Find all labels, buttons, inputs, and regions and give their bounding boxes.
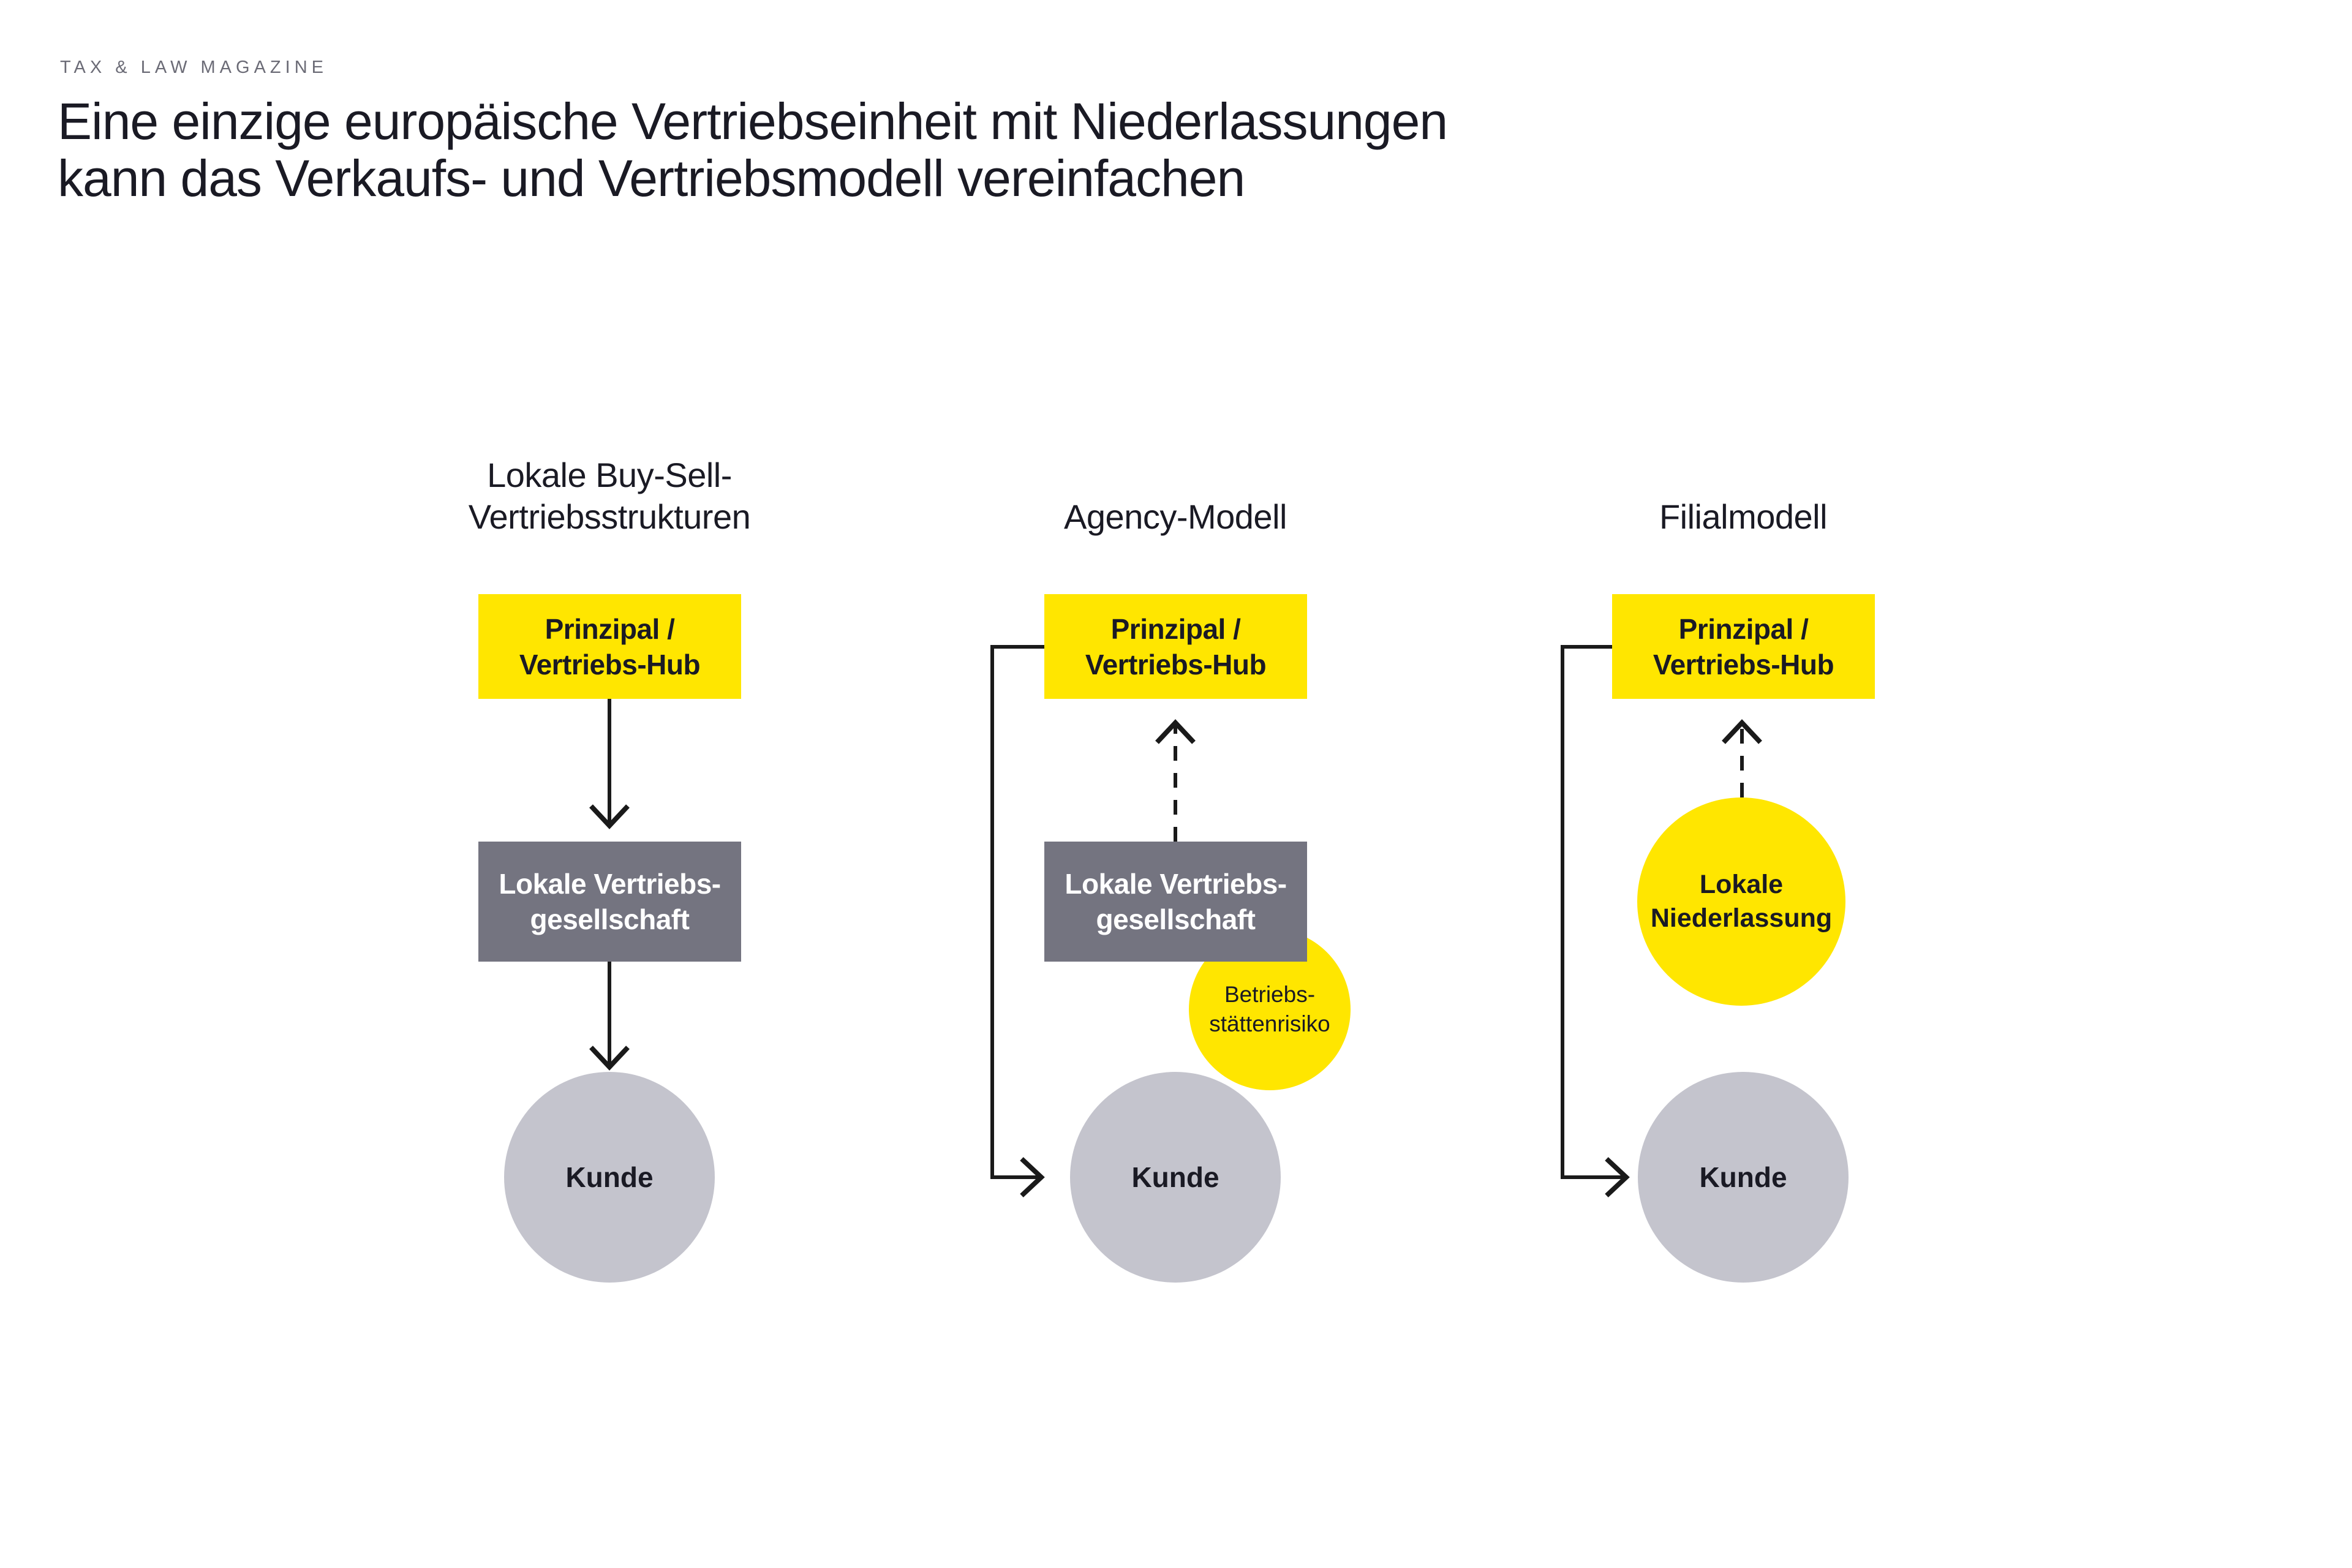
branch-label-line2: Niederlassung xyxy=(1650,903,1833,933)
col3-dashed-branch-to-hub-head xyxy=(1722,719,1762,744)
col3-heading: Filialmodell xyxy=(1659,497,1828,536)
col2-hub-label-line2: Vertriebs-Hub xyxy=(1085,648,1267,680)
col2-bracket-hub-to-customer-line xyxy=(990,645,1044,1179)
col2-customer-label: Kunde xyxy=(1131,1161,1219,1193)
risk-label-line2: stättenrisiko xyxy=(1209,1011,1330,1036)
col1-heading: Lokale Buy-Sell- Vertriebsstrukturen xyxy=(395,454,824,538)
page-title-line2: kann das Verkaufs- und Vertriebsmodell v… xyxy=(58,149,1245,207)
col3-customer-label: Kunde xyxy=(1699,1161,1787,1193)
col2-sales-label-line1: Lokale Vertriebs- xyxy=(1065,868,1287,900)
col2-heading: Agency-Modell xyxy=(1064,497,1287,536)
branch-label-line1: Lokale xyxy=(1699,870,1784,899)
col1-customer-label: Kunde xyxy=(565,1161,654,1193)
col1-arrow-hub-to-sales-head xyxy=(589,804,630,829)
col2-hub-label-line1: Prinzipal / xyxy=(1110,612,1241,645)
col2-dashed-sales-to-hub-head xyxy=(1155,719,1196,744)
col1-customer-circle: Kunde xyxy=(504,1072,715,1283)
col3-hub-label-line2: Vertriebs-Hub xyxy=(1653,648,1834,680)
col1-hub-label-line1: Prinzipal / xyxy=(545,612,675,645)
permanent-establishment-risk-circle: Betriebs- stättenrisiko xyxy=(1189,929,1351,1090)
col3-customer-circle: Kunde xyxy=(1638,1072,1849,1283)
page-title: Eine einzige europäische Vertriebseinhei… xyxy=(58,92,1448,207)
col3-hub-label-line1: Prinzipal / xyxy=(1678,612,1809,645)
risk-label-line1: Betriebs- xyxy=(1224,982,1316,1007)
col2-principal-hub-box: Prinzipal / Vertriebs-Hub xyxy=(1044,594,1307,699)
magazine-kicker: TAX & LAW MAGAZINE xyxy=(60,58,328,77)
page-title-line1: Eine einzige europäische Vertriebseinhei… xyxy=(58,92,1448,150)
col1-heading-line2: Vertriebsstrukturen xyxy=(468,497,751,536)
col3-principal-hub-box: Prinzipal / Vertriebs-Hub xyxy=(1612,594,1875,699)
col2-local-sales-company-box: Lokale Vertriebs- gesellschaft xyxy=(1044,842,1307,962)
col3-bracket-hub-to-customer-line xyxy=(1561,645,1624,1179)
col1-arrow-sales-to-customer-head xyxy=(589,1046,630,1071)
col3-bracket-hub-to-customer-head xyxy=(1605,1157,1630,1197)
col2-sales-label-line2: gesellschaft xyxy=(1096,903,1256,935)
local-branch-circle: Lokale Niederlassung xyxy=(1637,797,1845,1006)
col1-sales-label-line2: gesellschaft xyxy=(530,903,690,935)
col2-bracket-hub-to-customer-head xyxy=(1020,1157,1045,1197)
col1-local-sales-company-box: Lokale Vertriebs- gesellschaft xyxy=(478,842,741,962)
col1-heading-line1: Lokale Buy-Sell- xyxy=(487,456,732,494)
col1-hub-label-line2: Vertriebs-Hub xyxy=(519,648,701,680)
col1-principal-hub-box: Prinzipal / Vertriebs-Hub xyxy=(478,594,741,699)
col2-customer-circle: Kunde xyxy=(1070,1072,1281,1283)
col1-sales-label-line1: Lokale Vertriebs- xyxy=(499,868,721,900)
